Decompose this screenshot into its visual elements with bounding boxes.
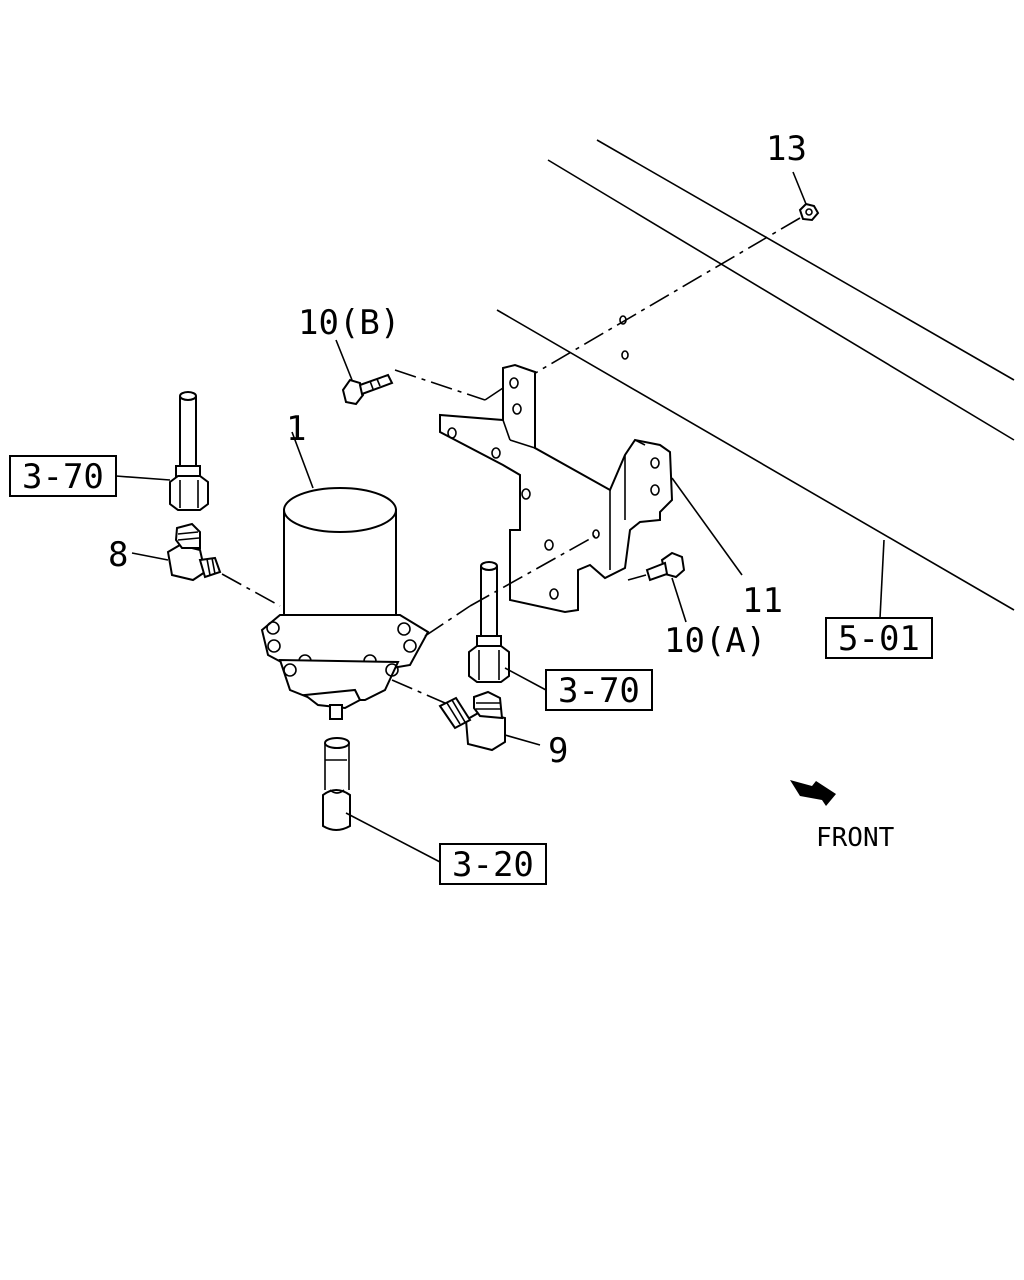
air-dryer-1[interactable]: 1 — [260, 409, 430, 720]
fitting-8[interactable]: 8 — [108, 522, 222, 582]
arrow-icon — [790, 780, 836, 806]
ref-box-5-01[interactable]: 5-01 — [825, 617, 933, 659]
callout-8: 8 — [108, 535, 128, 575]
ref-3-70-left-label: 3-70 — [22, 457, 104, 497]
ref-box-3-20[interactable]: 3-20 — [439, 843, 547, 885]
nut-13[interactable]: 13 — [766, 129, 820, 222]
ref-box-3-70-right[interactable]: 3-70 — [545, 669, 653, 711]
callout-11: 11 — [742, 581, 783, 621]
frame-rail — [496, 139, 1015, 611]
hose-right[interactable] — [468, 561, 547, 691]
fitting-9[interactable]: 9 — [438, 690, 568, 771]
front-indicator: FRONT — [790, 780, 895, 853]
callout-10b: 10(B) — [298, 303, 400, 343]
ref-3-70-right-label: 3-70 — [558, 671, 640, 711]
bracket-11[interactable]: 11 — [439, 363, 783, 621]
drain-tube[interactable] — [322, 737, 441, 863]
callout-1: 1 — [286, 409, 306, 449]
callout-13: 13 — [766, 129, 807, 169]
bolt-10b[interactable]: 10(B) — [298, 303, 504, 406]
callout-10a: 10(A) — [664, 621, 766, 661]
callout-9: 9 — [548, 731, 568, 771]
ref-3-20-label: 3-20 — [452, 845, 534, 885]
bolt-10a[interactable]: 10(A) — [627, 551, 766, 661]
ref-box-3-70-left[interactable]: 3-70 — [9, 455, 117, 497]
hose-left[interactable] — [115, 391, 209, 511]
front-label: FRONT — [816, 823, 895, 853]
ref-5-01-label: 5-01 — [838, 619, 920, 659]
